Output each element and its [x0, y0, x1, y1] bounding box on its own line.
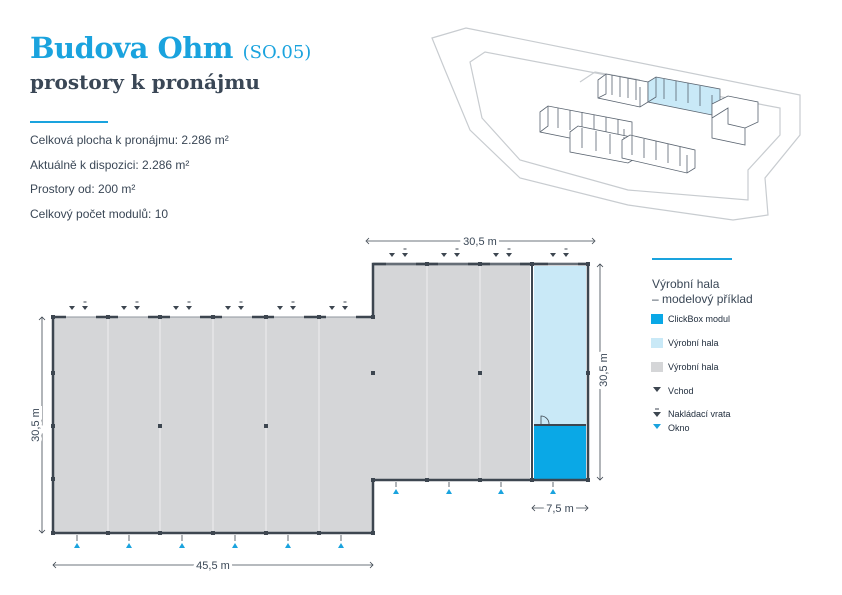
legend-label: ClickBox modul	[668, 314, 731, 324]
legend-item-entrance: Vchod	[651, 386, 694, 396]
dimension-lines	[38, 237, 604, 569]
dim-left: 30,5 m	[30, 408, 42, 442]
legend-label: Nakládací vrata	[668, 409, 731, 419]
dim-bottom: 45,5 m	[196, 560, 230, 572]
stat-module-count: Celkový počet modulů: 10	[30, 206, 169, 221]
legend-item-window: Okno	[651, 423, 690, 433]
gate-openings	[66, 263, 578, 318]
door-icon	[540, 415, 550, 425]
clickbox-swatch	[651, 314, 663, 324]
columns	[51, 262, 590, 535]
gray-hall-swatch	[651, 362, 663, 372]
hall-gray-right	[373, 264, 530, 480]
window-icon	[651, 424, 663, 432]
light-hall-swatch	[651, 338, 663, 348]
legend-label: Výrobní hala	[668, 362, 719, 372]
legend-label: Okno	[668, 423, 690, 433]
stats-list: Celková plocha k pronájmu: 2.286 m² Aktu…	[30, 133, 229, 231]
clickbox-module[interactable]	[534, 426, 586, 479]
legend-item-clickbox: ClickBox modul	[651, 314, 730, 324]
dim-right: 30,5 m	[598, 353, 610, 387]
legend-label: Výrobní hala	[668, 338, 719, 348]
legend-divider	[652, 258, 732, 260]
legend-title-line1: Výrobní hala	[652, 277, 720, 291]
stat-available-area: Aktuálně k dispozici: 2.286 m²	[30, 157, 190, 172]
stat-min-space: Prostory od: 200 m²	[30, 182, 136, 196]
dim-module: 7,5 m	[546, 503, 574, 515]
legend-item-gray-hall: Výrobní hala	[651, 362, 719, 372]
stat-total-area: Celková plocha k pronájmu: 2.286 m²	[30, 133, 229, 147]
legend-title-line2: – modelový příklad	[652, 292, 753, 306]
legend-item-loading-gate: Nakládací vrata	[651, 408, 731, 420]
hall-light-blue	[534, 266, 586, 424]
entrance-arrow-icon	[651, 387, 663, 395]
page-title: Budova Ohm (SO.05)	[30, 31, 311, 65]
interior-walls	[531, 264, 586, 480]
page-subtitle: prostory k pronájmu	[30, 70, 260, 94]
dim-top: 30,5 m	[463, 236, 497, 248]
title-divider	[30, 121, 108, 123]
loading-gate-icon	[651, 408, 663, 420]
legend-title: Výrobní hala – modelový příklad	[652, 277, 753, 307]
entrance-markers	[69, 248, 569, 310]
legend-item-light-hall: Výrobní hala	[651, 338, 719, 348]
legend-label: Vchod	[668, 386, 694, 396]
window-markers	[74, 489, 556, 548]
building-code: (SO.05)	[242, 42, 312, 63]
building-name: Budova Ohm	[30, 31, 233, 65]
window-ticks	[76, 482, 554, 541]
